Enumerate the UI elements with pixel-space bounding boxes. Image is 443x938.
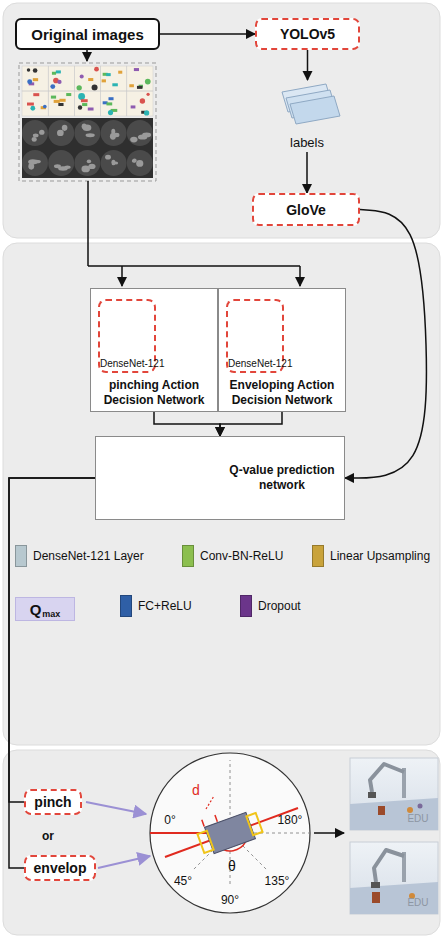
backbone-box: DenseNet-121 xyxy=(98,299,156,373)
legend-text: FC+ReLU xyxy=(138,599,192,613)
node-text: Q-value prediction network xyxy=(226,463,338,493)
connector-arrow xyxy=(160,33,255,35)
node-text: labels xyxy=(265,135,349,150)
connector-arrow xyxy=(9,478,95,868)
diagram-label: θ xyxy=(228,858,236,874)
labels-node: labels xyxy=(265,80,349,152)
q-network-box: Q-value prediction network xyxy=(95,436,345,520)
legend-swatch xyxy=(120,595,132,617)
detector-box: YOLOv5 xyxy=(255,18,360,50)
image-grid xyxy=(19,63,156,181)
legend-swatch xyxy=(182,545,194,567)
diagram-label: 180° xyxy=(278,813,303,827)
robot-scene-1 xyxy=(350,758,438,830)
node-text: Q xyxy=(30,601,42,618)
connector-arrow xyxy=(307,50,309,80)
legend-swatch xyxy=(312,545,324,567)
node-text: Enveloping Action Decision Network xyxy=(223,378,341,407)
connector-arrow xyxy=(345,210,426,479)
bottom-panel xyxy=(3,750,440,935)
diagram-label: EDU xyxy=(407,813,428,824)
node-text: Original images xyxy=(31,26,144,43)
embedding-box: GloVe xyxy=(252,193,360,226)
connector-arrow xyxy=(220,412,282,436)
robot-scene-2 xyxy=(350,842,438,914)
node-text: DenseNet-121 xyxy=(100,358,154,369)
connector-arrow xyxy=(154,412,220,436)
node-text: max xyxy=(42,609,60,619)
diagram-label: 90° xyxy=(221,893,239,907)
connector-arrow xyxy=(306,152,308,193)
legend-swatch xyxy=(240,595,252,617)
diagram-label: d xyxy=(192,782,200,798)
action-box: pinch xyxy=(24,789,82,815)
legend-text: Dropout xyxy=(258,599,301,613)
legend-text: DenseNet-121 Layer xyxy=(33,549,144,563)
node-text: pinch xyxy=(34,794,71,810)
legend-text: Conv-BN-ReLU xyxy=(200,549,283,563)
q-max-box: Qmax xyxy=(15,597,75,621)
legend-text: Linear Upsampling xyxy=(330,549,430,563)
connector-arrow xyxy=(9,478,95,802)
node-text: DenseNet-121 xyxy=(228,358,282,369)
diagram-label: 45° xyxy=(174,874,192,888)
top-panel xyxy=(3,3,440,238)
legend-swatch xyxy=(15,545,27,567)
network-box: Enveloping Action Decision Network DenseN… xyxy=(218,288,346,412)
polar-diagram xyxy=(150,753,310,913)
label-stack-icon xyxy=(282,84,340,124)
action-box: envelop xyxy=(24,855,96,881)
node-text: pinching Action Decision Network xyxy=(95,378,213,407)
diagram-label: EDU xyxy=(407,897,428,908)
diagram-label: 0° xyxy=(164,813,175,827)
network-box: pinching Action Decision Network DenseNet… xyxy=(90,288,218,412)
action-arrows xyxy=(86,802,344,868)
grid-arrows xyxy=(87,50,300,286)
middle-panel xyxy=(3,243,440,745)
backbone-box: DenseNet-121 xyxy=(226,299,284,373)
input-box: Original images xyxy=(15,18,160,50)
diagram-label: 135° xyxy=(265,874,290,888)
node-text: GloVe xyxy=(286,202,326,218)
node-text: envelop xyxy=(34,860,87,876)
diagram-label: or xyxy=(42,829,54,843)
node-text: YOLOv5 xyxy=(280,26,335,42)
